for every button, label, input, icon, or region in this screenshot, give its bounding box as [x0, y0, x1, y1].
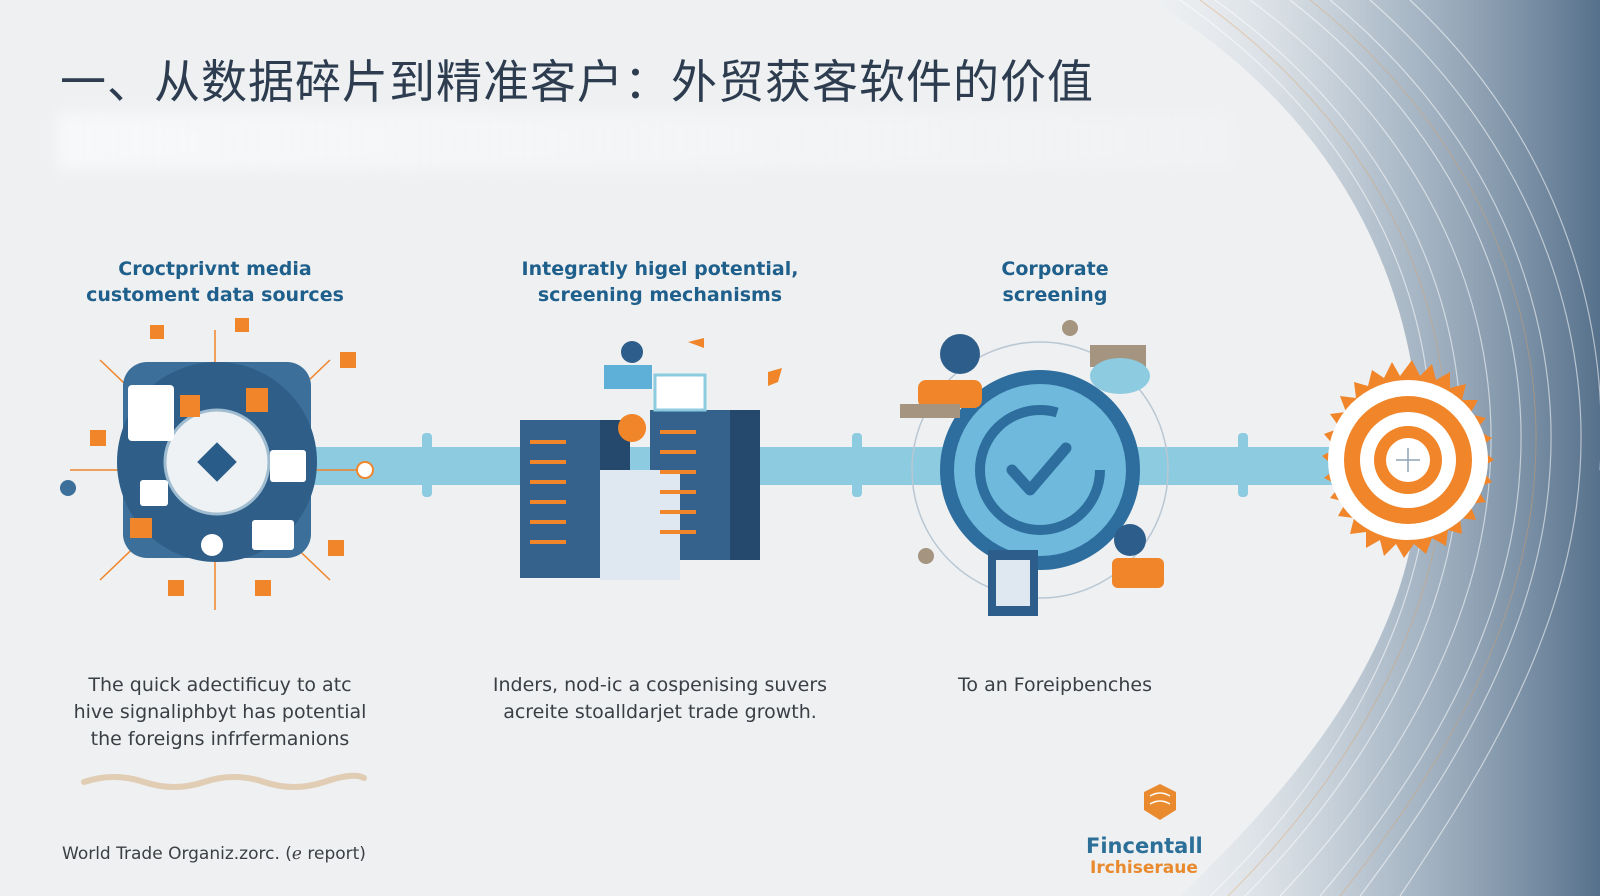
- stage-1-heading-line2: customent data sources: [86, 284, 344, 306]
- flow-connector-bar: [300, 447, 1340, 485]
- stage-2-desc-line1: Inders, nod-ic a cospenising suvers: [492, 674, 828, 696]
- stage-2-description: Inders, nod-ic a cospenising suvers acre…: [450, 672, 870, 726]
- stage-3-description: To an Foreipbenches: [900, 672, 1210, 699]
- connector-notch: [422, 433, 432, 497]
- stage-1-description: The quick adectificuy to atc hive signal…: [50, 672, 390, 753]
- stage-3-heading-line2: screening: [1002, 284, 1108, 306]
- stage-1-desc-line1: The quick adectificuy to atc: [88, 674, 352, 696]
- stage-3-desc-line1: To an Foreipbenches: [958, 674, 1152, 696]
- brand-name-line2: Irchiseraue: [1090, 858, 1198, 878]
- decorative-underline: [81, 772, 367, 790]
- stage-3-heading: Corporate screening: [920, 256, 1190, 308]
- title-underglow: [56, 112, 1236, 170]
- slide-title: 一、从数据碎片到精准客户：外贸获客软件的价值: [60, 55, 1094, 109]
- connector-notch: [1238, 433, 1248, 497]
- brand-name-line1: Fincentall: [1086, 834, 1203, 858]
- server-cluster-icon: [520, 338, 782, 580]
- data-sources-hub-icon: [60, 318, 374, 610]
- stage-2-heading-line1: Integratly higel potential,: [521, 258, 799, 280]
- source-citation: World Trade Organiz.zorc. (ℯ report): [62, 844, 366, 864]
- stage-2-desc-line2: acreite stoalldarjet trade growth.: [503, 701, 817, 723]
- brand-logo-mark: [1144, 784, 1176, 820]
- target-goal-icon: [1322, 360, 1494, 558]
- stage-1-desc-line3: the foreigns infrfermanions: [90, 728, 350, 750]
- stage-3-heading-line1: Corporate: [1001, 258, 1109, 280]
- connector-notch: [852, 433, 862, 497]
- screening-check-icon: [900, 320, 1169, 616]
- stage-2-heading: Integratly higel potential, screening me…: [480, 256, 840, 308]
- stage-2-heading-line2: screening mechanisms: [537, 284, 783, 306]
- stage-1-heading: Croctprivnt media customent data sources: [60, 256, 370, 308]
- stage-1-heading-line1: Croctprivnt media: [118, 258, 312, 280]
- stage-1-desc-line2: hive signaliphbyt has potential: [73, 701, 367, 723]
